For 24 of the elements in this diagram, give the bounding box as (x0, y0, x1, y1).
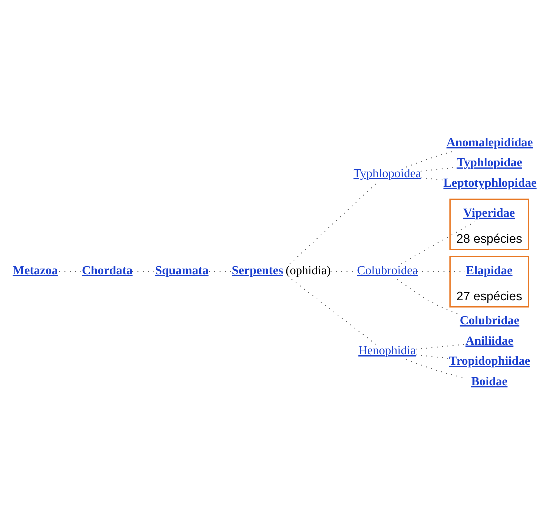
connector (396, 278, 460, 316)
node-text: Viperidae (464, 206, 516, 220)
node-label: (ophidia) (286, 263, 332, 278)
connector (406, 151, 454, 168)
node-text: Typhlopidae (456, 156, 522, 170)
node-text: Colubridae (460, 314, 520, 328)
node-text: Leptotyphlopidae (444, 176, 537, 190)
connector (290, 182, 378, 265)
node-text: Boidae (471, 374, 508, 388)
node-text: Chordata (82, 263, 133, 278)
node-text: Metazoa (12, 263, 58, 278)
node-text: Henophidia (358, 343, 416, 358)
node-text: Aniliidae (466, 334, 514, 348)
node-text: Tropidophiidae (449, 354, 530, 368)
node-text: Elapidae (466, 263, 513, 278)
node-text: Serpentes (232, 263, 284, 278)
connector (420, 167, 456, 172)
node-text: Squamata (155, 263, 209, 278)
node-text: Anomalepididae (446, 135, 534, 150)
connector (416, 344, 465, 350)
node-text: Colubroidea (357, 263, 418, 278)
connector (291, 279, 377, 345)
node-text: Typhlopoidea (354, 166, 422, 180)
connector (416, 354, 449, 359)
